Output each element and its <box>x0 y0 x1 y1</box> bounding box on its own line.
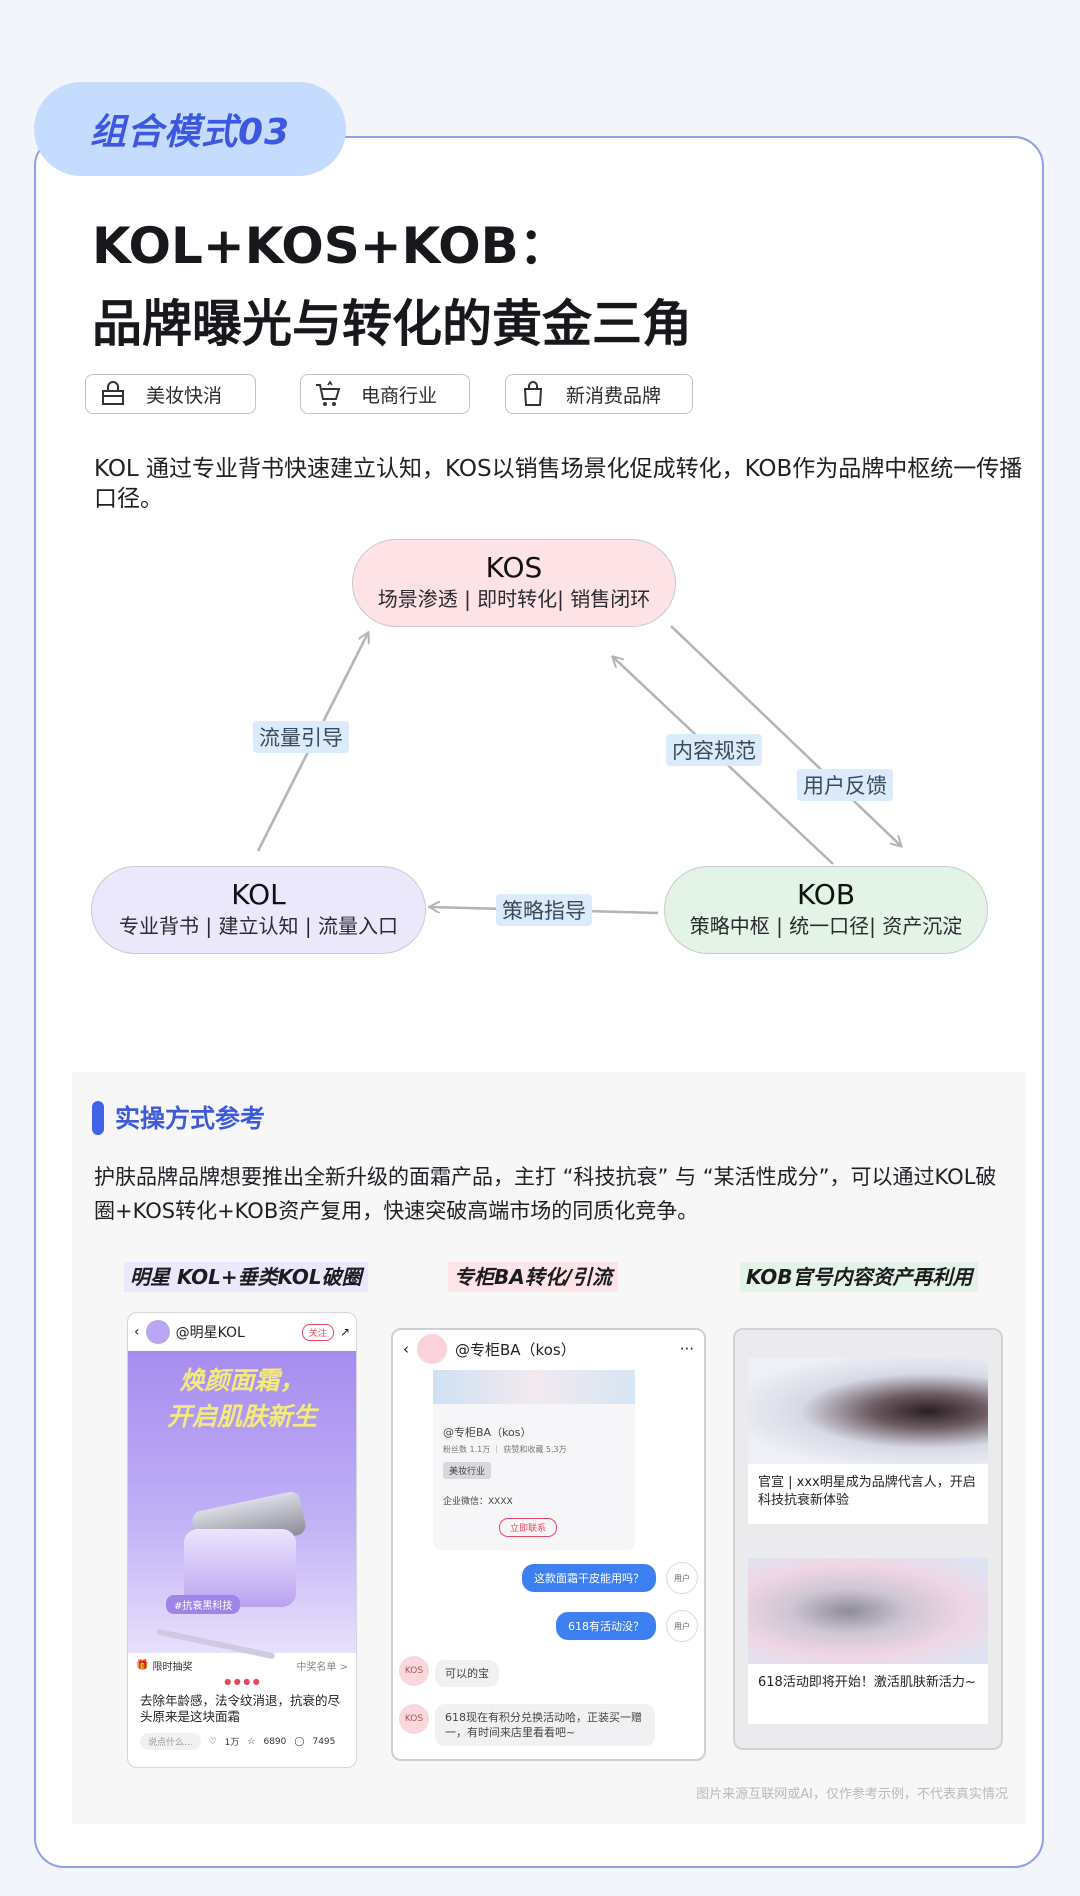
post-image <box>748 1358 988 1464</box>
post-image <box>748 1558 988 1664</box>
poster-headline-2: 开启肌肤新生 <box>166 1402 317 1431</box>
node-kos-subtitle: 场景渗透 | 即时转化| 销售闭环 <box>377 587 651 611</box>
comment-input[interactable]: 说点什么... <box>140 1733 201 1750</box>
column-head-kos: 专柜BA转化/引流 <box>448 1262 619 1292</box>
column-head-kob: KOB官号内容资产再利用 <box>740 1262 979 1292</box>
shopping-bag-icon <box>523 381 543 406</box>
back-icon[interactable]: ‹ <box>403 1340 409 1358</box>
makeup-bag-icon <box>102 381 124 405</box>
profile-banner <box>433 1370 635 1404</box>
gift-icon: 🎁 <box>136 1659 149 1671</box>
intro-text: KOL 通过专业背书快速建立认知，KOS以销售场景化促成转化，KOB作为品牌中枢… <box>94 456 1023 512</box>
node-kob-title: KOB <box>796 878 856 911</box>
official-post-1[interactable]: 官宣 | xxx明星成为品牌代言人，开启科技抗衰新体验 <box>748 1358 988 1524</box>
chat-header: ‹ @专柜BA（kos） ··· <box>393 1330 704 1368</box>
node-kos: KOS 场景渗透 | 即时转化| 销售闭环 <box>352 539 676 627</box>
kol-post-mockup: ‹ @明星KOL 关注 ↗ 焕颜面霜， 开启肌肤新生 #抗衰黑科技 🎁 限时抽奖… <box>127 1312 357 1768</box>
user-avatar: 用户 <box>666 1610 698 1642</box>
like-count: 1万 <box>224 1738 240 1748</box>
avatar <box>145 1320 170 1344</box>
user-avatar: 用户 <box>666 1562 698 1594</box>
comment-count: 7495 <box>312 1736 336 1747</box>
kob-feed-mockup: 官宣 | xxx明星成为品牌代言人，开启科技抗衰新体验 618活动即将开始！激活… <box>733 1328 1003 1750</box>
heart-icon[interactable]: ♡ <box>208 1736 217 1747</box>
image-source-note: 图片来源互联网或AI，仅作参考示例，不代表真实情况 <box>696 1787 1008 1802</box>
profile-card: @专柜BA（kos） 粉丝数 1.1万 ｜ 获赞和收藏 5.3万 美妆行业 企业… <box>433 1370 635 1550</box>
user-message-1: 这款面霜干皮能用吗？ <box>522 1564 656 1592</box>
promo-label: 限时抽奖 <box>152 1661 193 1673</box>
tag-beauty[interactable]: 美妆快消 <box>85 374 256 414</box>
promo-link: 中奖名单 > <box>296 1661 348 1673</box>
contact-button[interactable]: 立即联系 <box>499 1518 558 1537</box>
account-name: @明星KOL <box>175 1325 245 1341</box>
profile-name: @专柜BA（kos） <box>443 1426 532 1439</box>
profile-stats: 粉丝数 1.1万 ｜ 获赞和收藏 5.3万 <box>443 1445 567 1454</box>
product-poster: 焕颜面霜， 开启肌肤新生 #抗衰黑科技 <box>128 1351 356 1660</box>
node-kob-subtitle: 策略中枢 | 统一口径| 资产沉淀 <box>689 914 963 938</box>
node-kob: KOB 策略中枢 | 统一口径| 资产沉淀 <box>664 866 988 954</box>
edge-label-content-norm: 内容规范 <box>666 734 762 766</box>
kos-message-1: 可以的宝 <box>435 1660 499 1687</box>
official-post-2[interactable]: 618活动即将开始！激活肌肤新活力~ <box>748 1558 988 1724</box>
practice-description: 护肤品牌品牌想要推出全新升级的面霜产品，主打 “科技抗衰” 与 “某活性成分”，… <box>94 1165 997 1223</box>
column-head-kol: 明星 KOL+垂类KOL破圈 <box>124 1262 368 1292</box>
edge-label-user-feedback: 用户反馈 <box>797 769 893 801</box>
kos-avatar: KOS <box>399 1656 429 1686</box>
comment-icon[interactable]: ◯ <box>294 1736 305 1747</box>
node-kol-subtitle: 专业背书 | 建立认知 | 流量入口 <box>119 914 398 938</box>
post-title: 官宣 | xxx明星成为品牌代言人，开启科技抗衰新体验 <box>758 1475 976 1508</box>
follow-button[interactable]: 关注 <box>301 1323 334 1341</box>
node-kol-title: KOL <box>231 878 286 911</box>
node-kos-title: KOS <box>485 551 543 584</box>
mode-badge: 组合模式03 <box>34 82 346 176</box>
tag-label: 电商行业 <box>361 384 438 407</box>
shopping-cart-icon <box>316 380 341 406</box>
poster-headline-1: 焕颜面霜， <box>179 1366 305 1395</box>
more-icon[interactable]: ··· <box>679 1340 694 1358</box>
back-icon[interactable]: ‹ <box>134 1324 140 1340</box>
star-icon[interactable]: ☆ <box>247 1736 256 1747</box>
post-title: 618活动即将开始！激活肌肤新活力~ <box>758 1675 976 1690</box>
edge-label-strategy-guide: 策略指导 <box>496 894 592 926</box>
post-actions: 说点什么... ♡ 1万 ☆ 6890 ◯ 7495 <box>128 1725 356 1758</box>
tag-label: 新消费品牌 <box>566 384 662 407</box>
page-title-line1: KOL+KOS+KOB： <box>92 217 569 275</box>
tag-label: 美妆快消 <box>146 384 223 407</box>
tag-new-consumer[interactable]: 新消费品牌 <box>505 374 693 414</box>
edge-label-flow-guide: 流量引导 <box>253 721 349 753</box>
kos-avatar: KOS <box>399 1704 429 1734</box>
user-message-2: 618有活动没？ <box>556 1612 656 1640</box>
page-title-line2: 品牌曝光与转化的黄金三角 <box>92 295 692 353</box>
star-count: 6890 <box>263 1736 287 1747</box>
tag-ecommerce[interactable]: 电商行业 <box>300 374 470 414</box>
profile-tag: 美妆行业 <box>443 1462 492 1479</box>
profile-wechat: 企业微信：XXXX <box>443 1497 513 1507</box>
cream-jar <box>184 1529 296 1607</box>
section-accent-bar <box>92 1101 104 1135</box>
carousel-dots: ● ● ● ● <box>224 1677 260 1686</box>
poster-hashtag: #抗衰黑科技 <box>166 1595 241 1614</box>
avatar <box>417 1334 447 1364</box>
promo-row[interactable]: 🎁 限时抽奖 中奖名单 > <box>128 1653 356 1677</box>
kos-chat-mockup: ‹ @专柜BA（kos） ··· @专柜BA（kos） 粉丝数 1.1万 ｜ 获… <box>391 1328 706 1761</box>
kos-message-2: 618现在有积分兑换活动哈，正装买一赠一，有时间来店里看看吧~ <box>435 1704 655 1746</box>
account-name: @专柜BA（kos） <box>455 1340 576 1359</box>
share-icon[interactable]: ↗ <box>339 1325 350 1339</box>
practice-title: 实操方式参考 <box>115 1104 266 1133</box>
post-header: ‹ @明星KOL 关注 ↗ <box>128 1313 356 1351</box>
node-kol: KOL 专业背书 | 建立认知 | 流量入口 <box>91 866 426 954</box>
post-caption: 去除年龄感，法令纹消退，抗衰的尽头原来是这块面霜 <box>140 1693 341 1724</box>
